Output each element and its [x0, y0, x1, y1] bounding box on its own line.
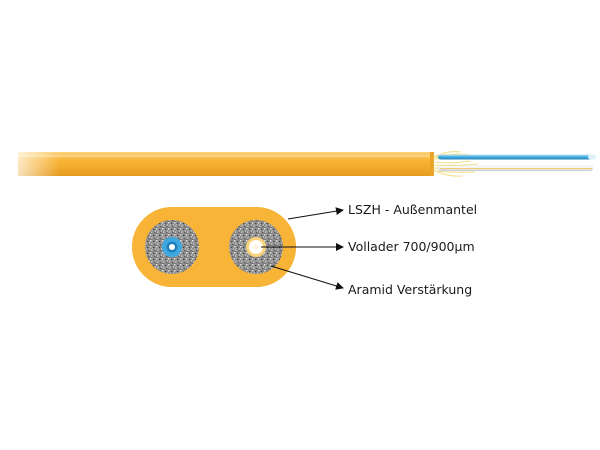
arrow-icon	[287, 207, 344, 220]
cable-side-view	[0, 148, 596, 180]
fiber-blue-side	[438, 154, 593, 160]
label-aramid: Aramid Verstärkung	[348, 282, 472, 297]
buffer-left-blue	[162, 237, 182, 257]
buffer-right-white	[246, 237, 266, 257]
label-buffer: Vollader 700/900µm	[348, 239, 475, 254]
callouts: LSZH - Außenmantel Vollader 700/900µm Ar…	[261, 202, 477, 297]
arrow-icon	[270, 265, 344, 290]
label-jacket: LSZH - Außenmantel	[348, 202, 477, 217]
